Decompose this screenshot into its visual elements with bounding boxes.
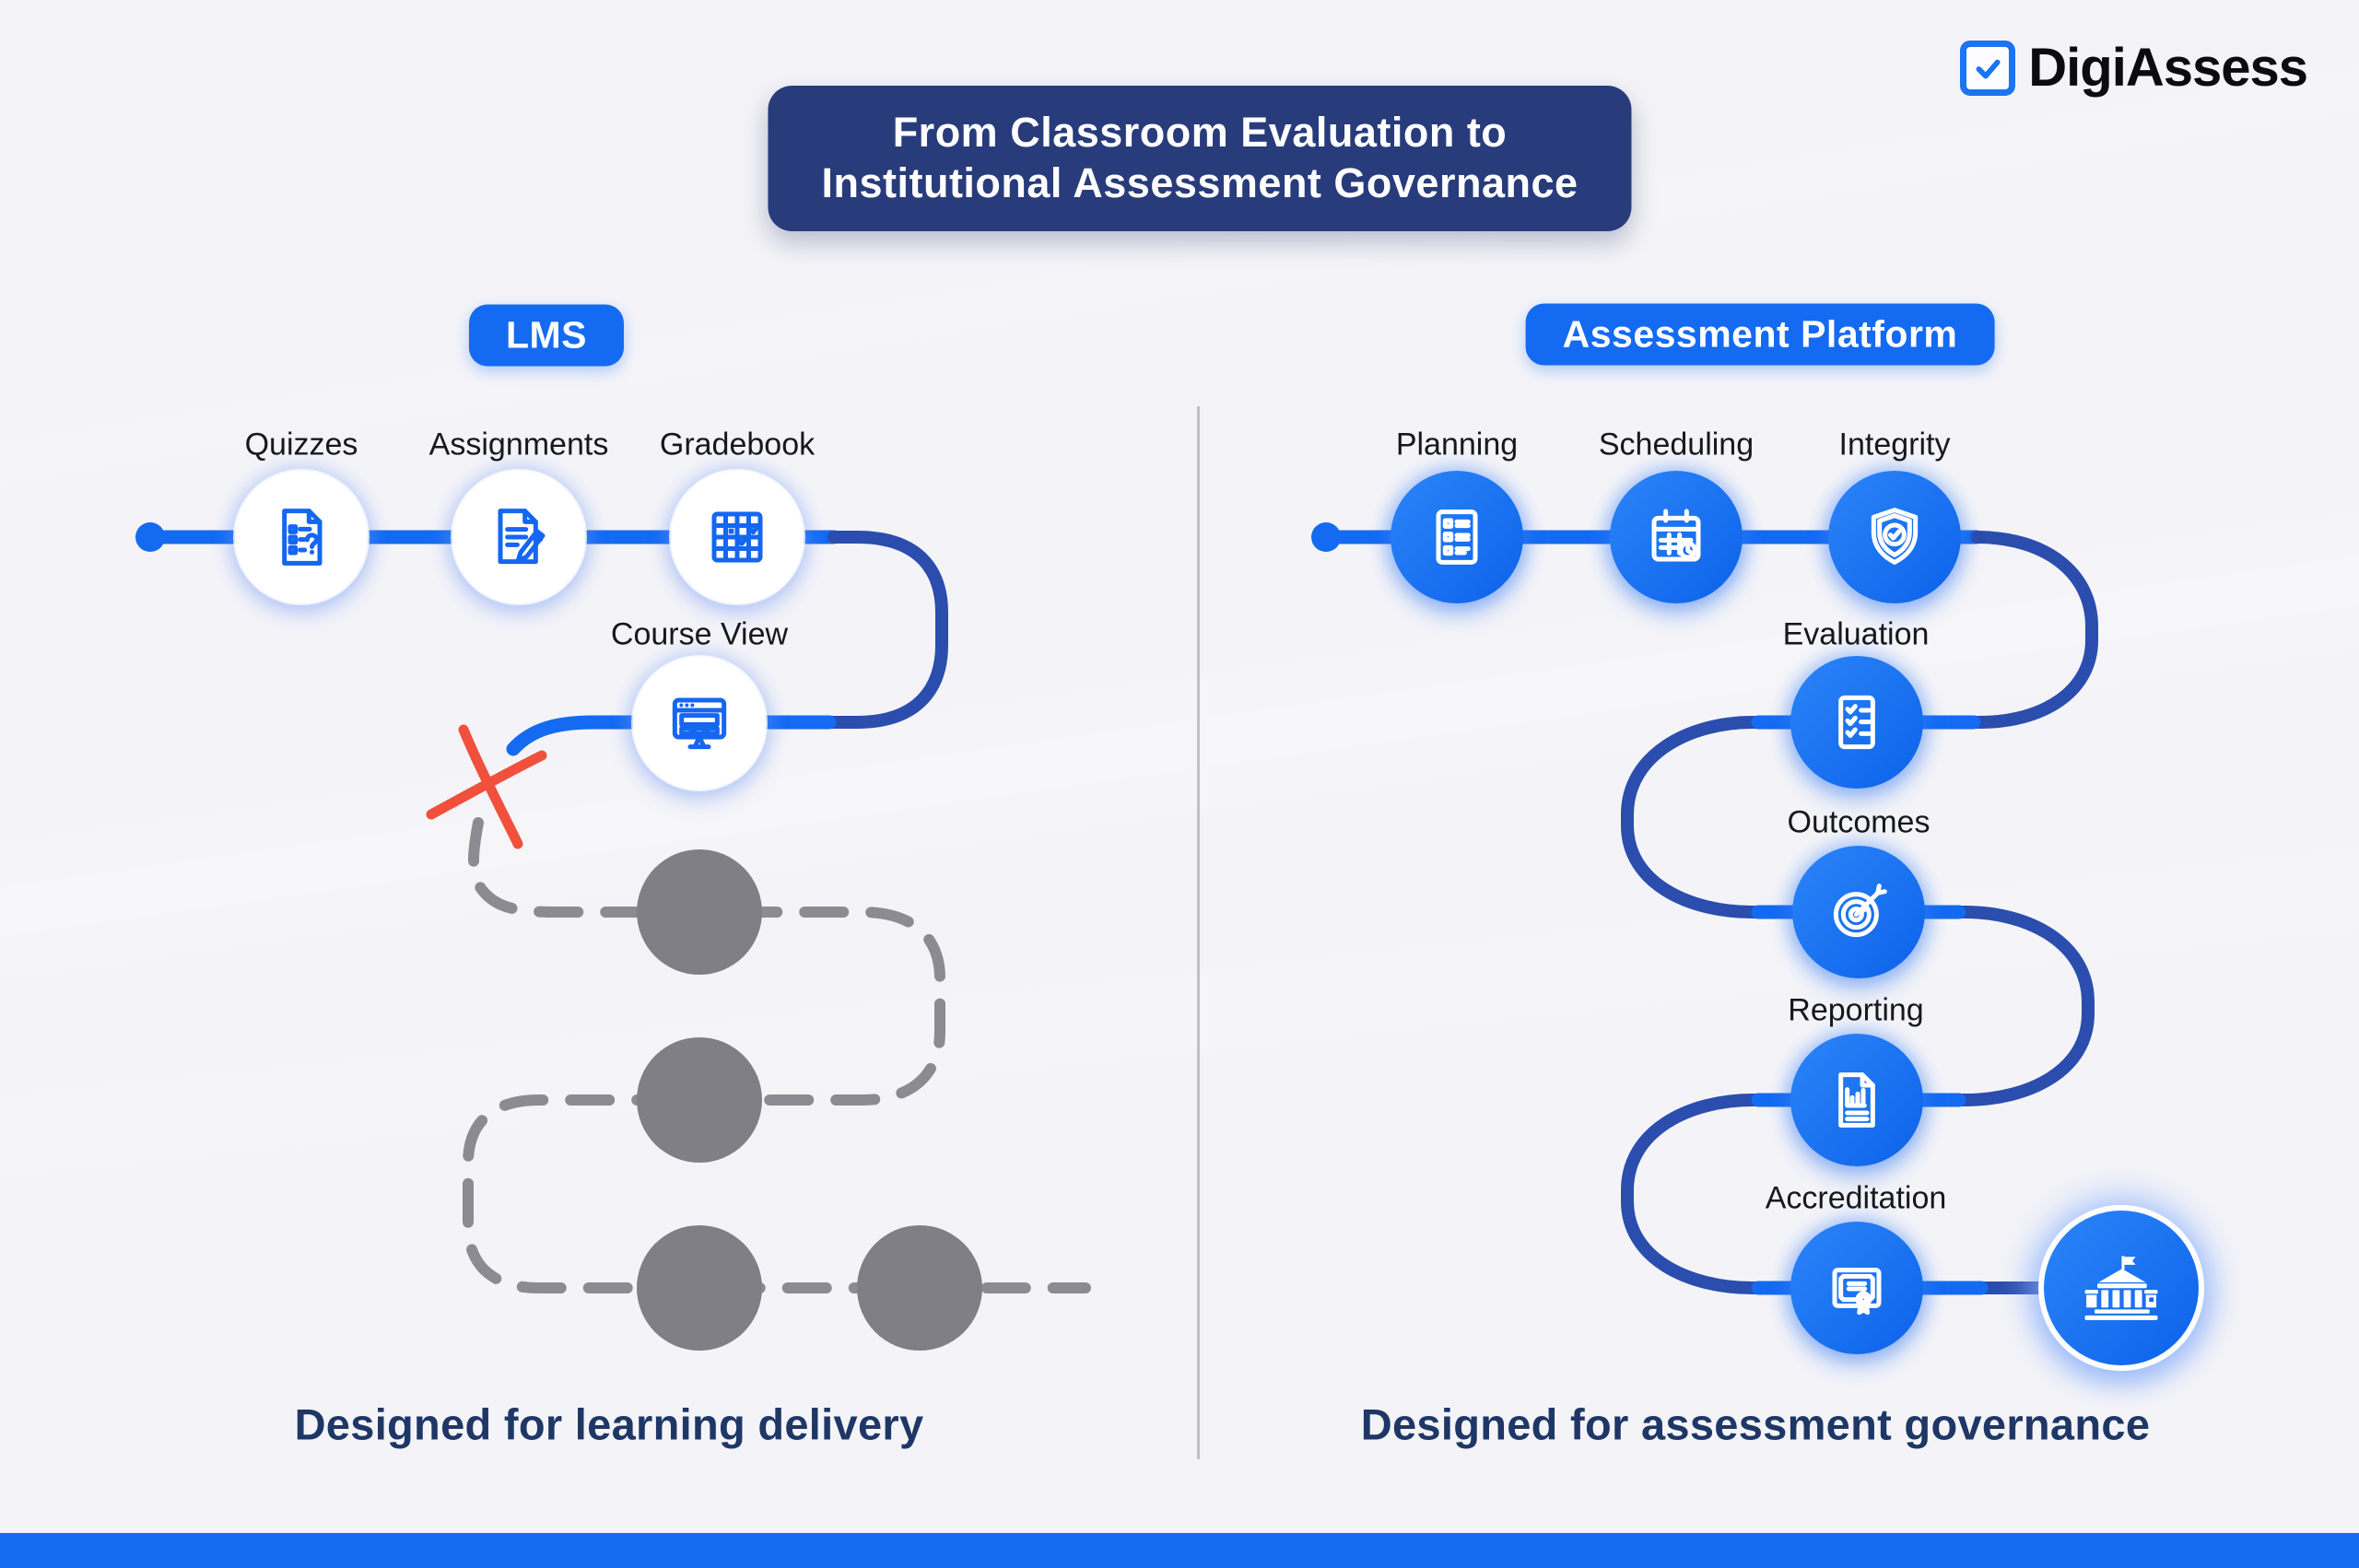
empty-gray-node xyxy=(637,1225,762,1351)
label-quizzes: Quizzes xyxy=(244,427,358,462)
scheduling-calendar-icon xyxy=(1651,509,1701,562)
outcomes-target-icon xyxy=(1833,883,1887,938)
label-accreditation: Accreditation xyxy=(1765,1180,1947,1216)
assignment-pencil-icon xyxy=(498,509,546,565)
brand-logo: DigiAssess xyxy=(1960,37,2308,99)
label-course-view: Course View xyxy=(610,616,789,652)
node-quizzes xyxy=(235,471,368,603)
panel-divider xyxy=(1197,406,1200,1459)
gradebook-grid-icon xyxy=(711,511,763,563)
empty-gray-node xyxy=(637,849,762,975)
right-caption: Designed for assessment governance xyxy=(1360,1399,2151,1449)
course-view-monitor-icon xyxy=(672,697,727,750)
node-outcomes xyxy=(1792,846,1925,978)
empty-gray-node xyxy=(857,1225,982,1351)
integrity-shield-icon xyxy=(1871,508,1919,565)
quiz-document-icon xyxy=(282,509,323,566)
gray-dashed-path xyxy=(463,817,1091,1293)
title-line-2: Institutional Assessment Governance xyxy=(821,158,1579,206)
institution-building-icon xyxy=(2084,1256,2158,1320)
label-gradebook: Gradebook xyxy=(659,427,816,462)
label-reporting: Reporting xyxy=(1788,992,1924,1028)
left-caption: Designed for learning delivery xyxy=(294,1399,924,1449)
node-course-view xyxy=(633,657,766,790)
label-integrity: Integrity xyxy=(1838,427,1951,462)
left-route-end xyxy=(506,715,837,756)
empty-gray-node xyxy=(637,1037,762,1163)
title-line-1: From Classroom Evaluation to xyxy=(892,109,1508,156)
node-reporting xyxy=(1790,1034,1923,1166)
node-assignments xyxy=(452,471,585,603)
label-planning: Planning xyxy=(1395,427,1519,462)
lms-badge: LMS xyxy=(468,304,625,367)
brand-name: DigiAssess xyxy=(2028,38,2308,98)
broken-x-icon xyxy=(426,750,547,820)
node-accreditation xyxy=(1790,1222,1923,1354)
label-assignments: Assignments xyxy=(428,427,609,462)
checked-checkbox-icon xyxy=(1960,40,2016,96)
reporting-chart-icon xyxy=(1838,1072,1875,1128)
node-scheduling xyxy=(1610,471,1743,603)
evaluation-checklist-icon xyxy=(1838,695,1875,750)
node-gradebook xyxy=(671,471,804,603)
title-banner: From Classroom Evaluation to Institution… xyxy=(768,86,1632,231)
label-evaluation: Evaluation xyxy=(1782,616,1930,652)
accreditation-certificate-icon xyxy=(1832,1268,1882,1316)
assessment-platform-badge: Assessment Platform xyxy=(1525,303,1995,366)
node-integrity xyxy=(1828,471,1961,603)
label-outcomes: Outcomes xyxy=(1787,804,1931,840)
left-route-curve xyxy=(818,531,948,729)
bottom-accent-bar xyxy=(0,1533,2359,1568)
label-scheduling: Scheduling xyxy=(1598,427,1755,462)
planning-checklist-icon xyxy=(1436,509,1478,565)
node-evaluation xyxy=(1790,656,1923,789)
node-planning xyxy=(1391,471,1523,603)
node-institution xyxy=(2038,1205,2204,1371)
